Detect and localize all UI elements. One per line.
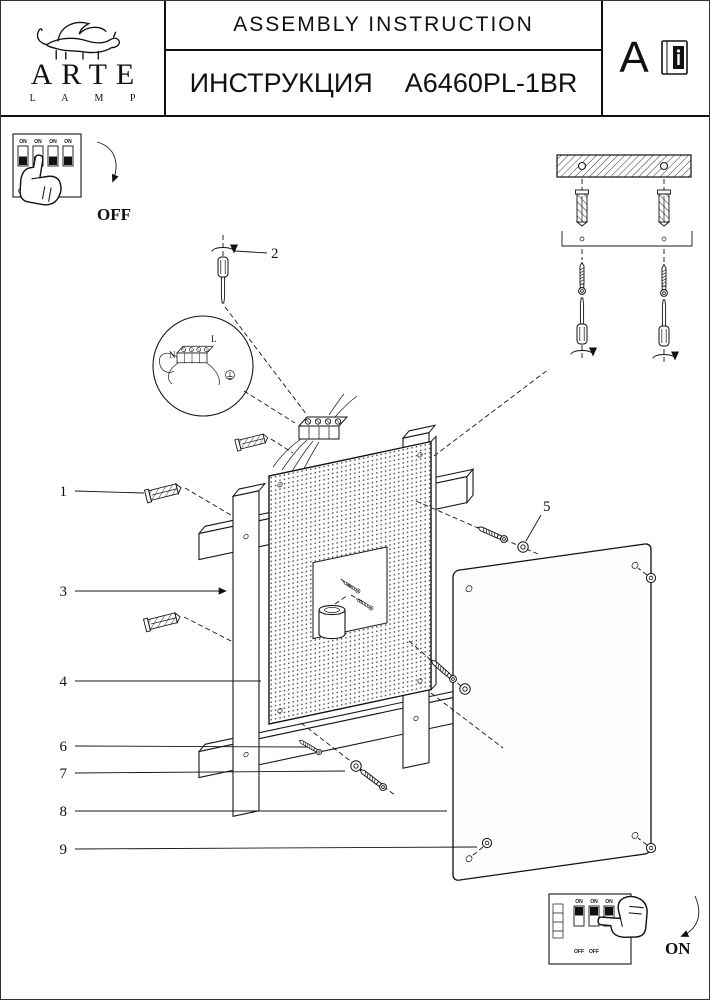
rocker-switch xyxy=(588,905,600,927)
rocker-switch xyxy=(62,145,74,167)
ceiling-mount xyxy=(556,154,693,365)
brand-name: ARTE xyxy=(30,58,144,91)
glass-panel xyxy=(452,543,657,881)
neutral-label: N xyxy=(169,350,176,360)
rotate-arrow-icon xyxy=(212,248,234,252)
brand-logo: ARTE L A M P xyxy=(1,1,166,115)
turn-on-arrow-icon xyxy=(680,895,700,937)
callout-2: 2 xyxy=(271,246,279,262)
wire xyxy=(206,362,220,386)
ceiling-plate xyxy=(556,154,692,178)
mini-off-label: OFF xyxy=(574,949,584,955)
title-russian-row: ИНСТРУКЦИЯ A6460PL-1BR xyxy=(166,51,601,115)
brand-sub: L A M P xyxy=(29,93,148,104)
wall-plug-icon xyxy=(575,189,589,227)
frame-screw-icon xyxy=(476,523,509,544)
mini-on-label: ON xyxy=(605,899,613,905)
rocker-switch xyxy=(17,145,29,167)
perforated-panel xyxy=(268,435,437,725)
mini-off-label: OFF xyxy=(589,949,599,955)
live-label: L xyxy=(211,334,217,344)
screwdriver-icon xyxy=(658,299,670,347)
callout-7: 7 xyxy=(60,766,68,782)
sheet-letter: A xyxy=(619,33,649,82)
cap-fastener-icon xyxy=(645,842,657,854)
power-on-detail: ON ON ON OFF OFF ON xyxy=(548,893,700,965)
wire xyxy=(281,439,308,471)
cap-fastener-icon xyxy=(481,837,493,849)
winged-lion-icon xyxy=(36,21,120,60)
detail-circle xyxy=(152,315,254,417)
rocker-switch xyxy=(573,905,585,927)
screwdriver-icon xyxy=(217,256,229,304)
assembly-diagram: ON ON ON ON OFF OFF OFF 2 xyxy=(12,133,700,965)
callouts: 1 3 4 5 6 7 8 9 xyxy=(60,484,551,858)
mounting-screw-icon xyxy=(660,264,668,297)
callout-3: 3 xyxy=(60,584,68,600)
model-number: A6460PL-1BR xyxy=(404,67,578,98)
cap-fastener-icon xyxy=(645,572,657,584)
mounting-bracket xyxy=(561,231,693,247)
title-russian: ИНСТРУКЦИЯ xyxy=(189,67,373,98)
plate-hole xyxy=(659,161,669,171)
mini-on-label: ON xyxy=(590,899,598,905)
wire xyxy=(328,393,345,416)
washer-icon xyxy=(459,683,471,695)
off-label: OFF xyxy=(97,205,131,224)
washer-icon xyxy=(517,541,529,553)
on-label: ON xyxy=(665,939,691,958)
fasteners xyxy=(297,368,550,797)
title-english: ASSEMBLY INSTRUCTION xyxy=(166,1,601,51)
wire xyxy=(272,438,302,468)
wall-plug-icon xyxy=(657,189,671,227)
switch-side-component xyxy=(552,903,564,939)
mini-on-label: ON xyxy=(64,139,72,145)
corner-block: A xyxy=(601,1,709,115)
wall-anchors xyxy=(143,481,242,645)
lamp-socket xyxy=(318,578,375,640)
wall-plug-icon xyxy=(144,481,184,504)
glass-cap-fasteners xyxy=(471,567,657,857)
callout-6: 6 xyxy=(60,739,68,755)
callout-5: 5 xyxy=(543,499,551,515)
callout-9: 9 xyxy=(60,842,68,858)
header: ARTE L A M P ASSEMBLY INSTRUCTION ИНСТРУ… xyxy=(1,1,709,117)
mini-on-label: ON xyxy=(19,139,27,145)
frame-screw-icon xyxy=(357,766,389,793)
wall-plug-icon xyxy=(234,431,270,452)
callout-4: 4 xyxy=(60,674,68,690)
mini-on-label: ON xyxy=(575,899,583,905)
turn-off-arrow-icon xyxy=(96,141,119,183)
washer-icon xyxy=(350,760,362,772)
ground-symbol-icon xyxy=(225,370,235,380)
wiring-detail: L N xyxy=(152,315,296,424)
wire xyxy=(334,395,358,418)
wire xyxy=(168,362,179,385)
callout-1: 1 xyxy=(60,484,68,500)
callout-8: 8 xyxy=(60,804,68,820)
screwdriver-step: 2 xyxy=(212,235,308,416)
title-block: ASSEMBLY INSTRUCTION ИНСТРУКЦИЯ A6460PL-… xyxy=(166,1,601,115)
mounting-screw-icon xyxy=(578,262,586,295)
mini-on-label: ON xyxy=(34,139,42,145)
plate-hole xyxy=(577,161,587,171)
power-off-detail: ON ON ON ON OFF OFF OFF xyxy=(12,133,131,224)
screwdriver-icon xyxy=(576,297,588,345)
wall-plug-icon xyxy=(143,610,183,633)
mini-on-label: ON xyxy=(49,139,57,145)
book-info-icon xyxy=(660,40,688,75)
rocker-switch xyxy=(47,145,59,167)
